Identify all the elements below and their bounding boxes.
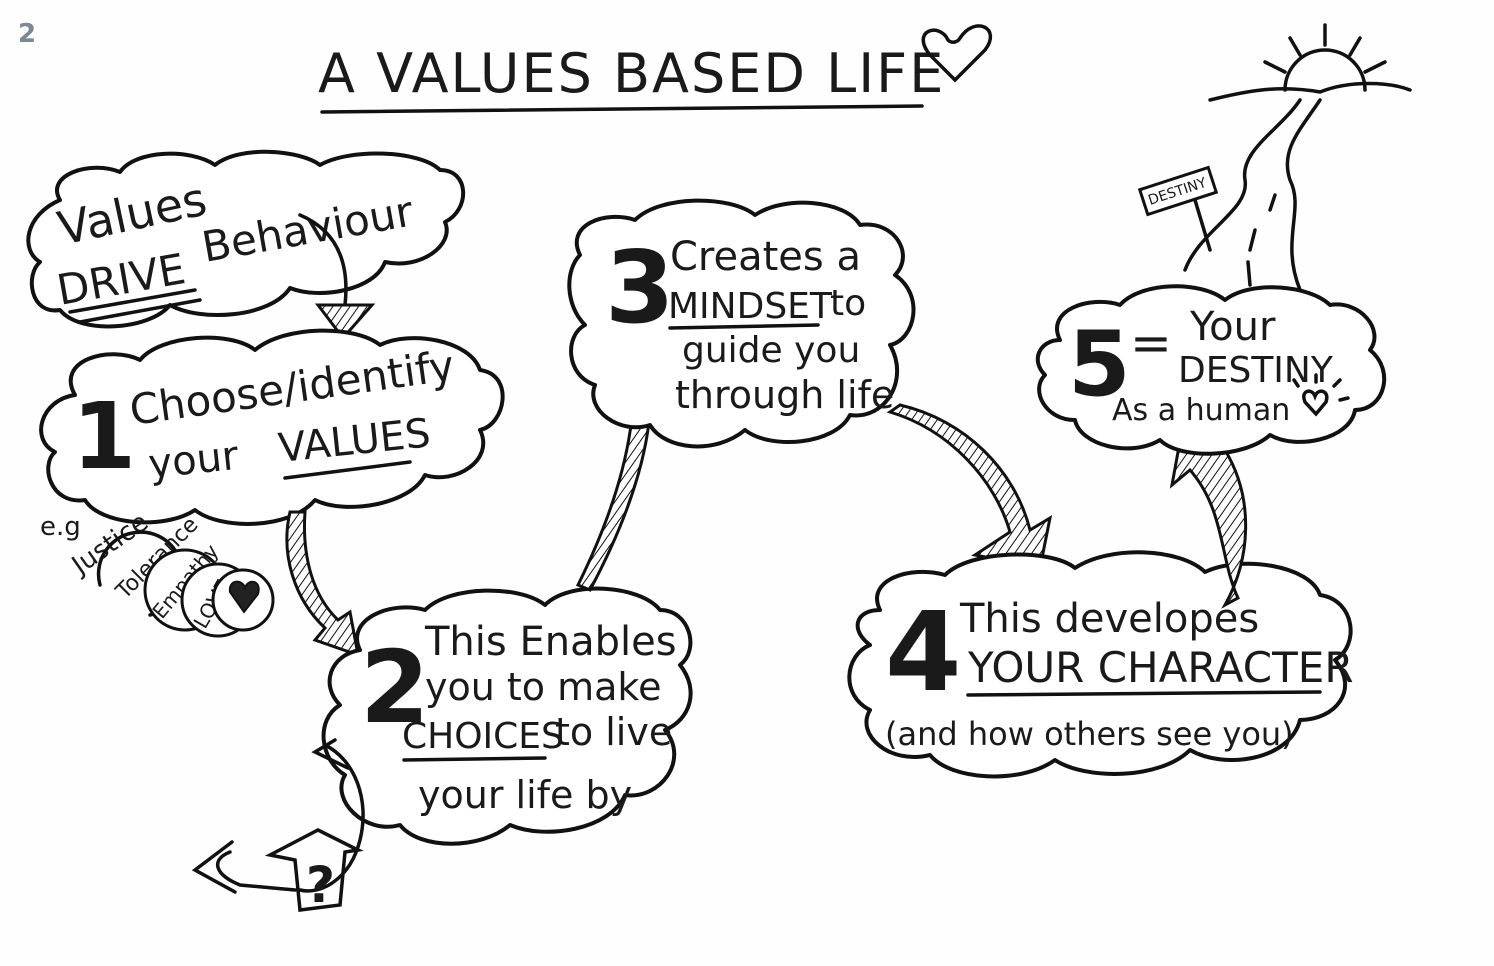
step-four-line2: YOUR CHARACTER	[967, 643, 1354, 692]
step-five-equals: =	[1130, 314, 1172, 372]
drive-underline	[68, 288, 202, 324]
title-underline	[320, 104, 924, 114]
step-five-line1: Your	[1189, 304, 1276, 350]
step-three-number: 3	[605, 229, 675, 346]
page-title: A VALUES BASED LIFE	[318, 42, 945, 105]
step-four-cloud	[847, 550, 1353, 779]
question-mark: ?	[306, 856, 335, 914]
road-dashes	[1246, 193, 1277, 287]
step-three-line3: guide you	[682, 330, 860, 371]
step-two-cloud	[321, 586, 693, 846]
step-four-line1: This developes	[959, 596, 1259, 642]
step-three-line4: through life	[675, 373, 894, 417]
road-line-left	[1183, 98, 1302, 272]
step-one-cloud	[39, 328, 505, 526]
step-three-mindset: MINDSET	[668, 286, 833, 327]
question-sign: ?	[191, 738, 365, 914]
arrow-three-to-four	[886, 403, 1053, 570]
arrow-intro-to-one-head	[314, 303, 376, 341]
page-number: 2	[18, 19, 36, 49]
choices-underline	[402, 756, 547, 762]
examples-eg: e.g	[40, 512, 81, 542]
destiny-road-illustration: DESTINY	[1137, 23, 1412, 292]
sign-post	[1193, 198, 1212, 252]
step-three-cloud	[567, 198, 916, 449]
hills-line	[1208, 81, 1412, 102]
step-five-line2: DESTINY	[1178, 350, 1334, 391]
small-heart-icon	[1292, 373, 1350, 417]
step-one-your: your	[146, 433, 241, 488]
sun-icon	[1263, 23, 1387, 92]
step-two-line2: you to make	[425, 665, 661, 709]
heart-icon	[921, 24, 993, 83]
step-five-cloud	[1035, 284, 1387, 456]
character-underline	[966, 690, 1322, 697]
road-line-right	[1285, 98, 1322, 292]
question-arrow-icon	[264, 828, 364, 912]
step-four-line3: (and how others see you)	[885, 715, 1294, 753]
step-one-number: 1	[72, 383, 136, 490]
step-three-line1: Creates a	[670, 234, 861, 280]
destiny-sign-board	[1137, 165, 1219, 217]
step-two-line4: your life by	[418, 773, 632, 817]
step-two-choices: CHOICES	[402, 716, 564, 757]
filled-heart-icon	[228, 580, 260, 614]
step-five-number: 5	[1068, 312, 1131, 417]
step-four-number: 4	[885, 588, 962, 716]
values-underline	[283, 460, 412, 480]
step-five-line3: As a human	[1112, 393, 1290, 428]
mindset-underline	[668, 323, 820, 330]
intro-cloud	[26, 149, 466, 329]
step-three-to: to	[830, 283, 866, 324]
examples-group: e.g Justice Tolerance Empathy LOVE	[40, 507, 275, 638]
arrow-intro-to-one	[298, 213, 348, 307]
arrow-one-to-two	[285, 510, 360, 658]
step-two-line1: This Enables	[424, 619, 677, 665]
curved-arrows-icon	[191, 738, 365, 894]
step-two-number: 2	[360, 629, 430, 746]
step-two-live: to live	[555, 710, 672, 754]
